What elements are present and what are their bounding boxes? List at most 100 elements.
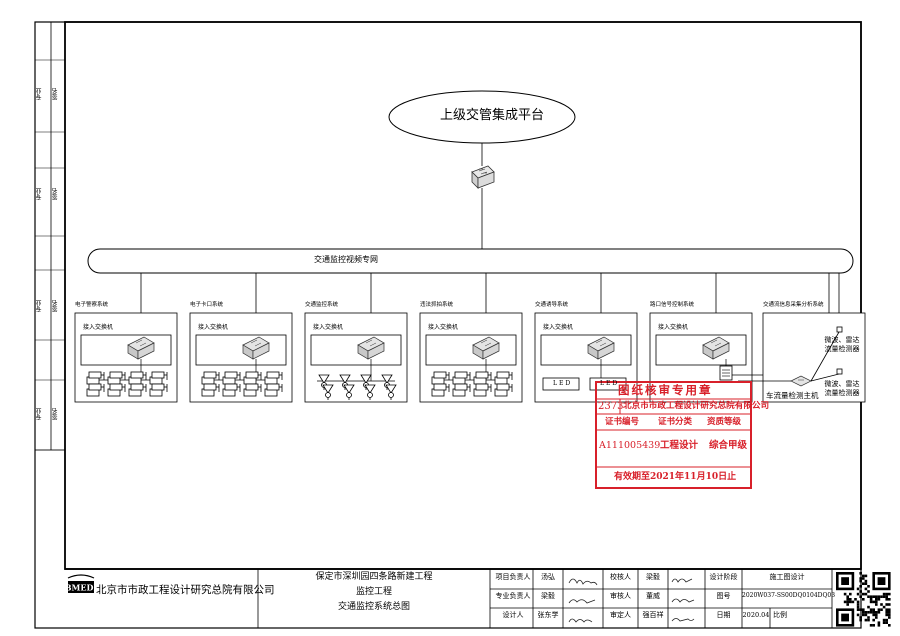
access-switch-icon xyxy=(702,336,730,360)
title-block-value: 2020.04 xyxy=(742,611,770,619)
title-block-role: 设计人 xyxy=(502,611,524,619)
side-strip-label: 签名 xyxy=(52,188,59,200)
subsystem-title: 违法抓拍系统 xyxy=(420,302,454,308)
camera-icon xyxy=(431,383,450,397)
dome-camera-icon xyxy=(385,384,397,400)
side-strip-label: 专业 xyxy=(36,88,43,100)
access-switch-icon xyxy=(357,336,385,360)
camera-icon xyxy=(431,371,450,385)
title-block-name: 汤弘 xyxy=(541,573,555,581)
camera-icon xyxy=(107,371,126,385)
drawing-title: 交通监控系统总图 xyxy=(337,602,410,612)
stamp-header: 图纸核审专用章 xyxy=(618,383,713,397)
camera-icon xyxy=(222,383,241,397)
title-block-value: 2020W037-SS00DQ0104DQ03 xyxy=(742,592,836,599)
title-block-role2: 审核人 xyxy=(610,592,631,600)
title-block-name2: 董威 xyxy=(646,592,660,600)
side-strip-label: 专业 xyxy=(36,188,43,200)
camera-icon xyxy=(452,383,471,397)
camera-icon xyxy=(264,383,283,397)
platform-label: 上级交管集成平台 xyxy=(440,108,545,123)
subsystem-title: 交通诱导系统 xyxy=(535,302,569,308)
detector-label-top: 微波、雷达流量检测器 xyxy=(824,336,860,354)
subsystem-title: 电子警察系统 xyxy=(75,302,109,308)
dome-camera-icon xyxy=(343,384,355,400)
led-label: LED xyxy=(553,380,573,387)
access-switch-icon xyxy=(127,336,155,360)
switch-label: 接入交换机 xyxy=(658,324,689,331)
camera-icon xyxy=(452,371,471,385)
camera-icon xyxy=(243,383,262,397)
project-subname: 监控工程 xyxy=(355,587,392,597)
led-sign-icon xyxy=(542,377,580,391)
side-strip-label: 专业 xyxy=(36,300,43,312)
stamp-val-3: 综合甲级 xyxy=(709,440,748,451)
title-block-field: 日期 xyxy=(716,611,731,619)
stamp-val-2: 工程设计 xyxy=(660,440,699,451)
access-switch-icon xyxy=(472,336,500,360)
company-logo: BMEDI xyxy=(65,574,98,593)
switch-label: 接入交换机 xyxy=(198,324,229,331)
title-block-field: 图号 xyxy=(716,592,731,600)
subsystem-title: 电子卡口系统 xyxy=(190,302,224,308)
title-block-role2: 审定人 xyxy=(610,611,631,619)
stamp-val-1: A111005439 xyxy=(599,440,661,451)
detector-icon xyxy=(836,326,843,333)
subsystem-title: 交通监控系统 xyxy=(305,302,339,308)
title-block-scale-label: 比例 xyxy=(773,611,787,619)
title-block-name: 梁毅 xyxy=(541,592,555,600)
side-strip-label: 签名 xyxy=(52,408,59,420)
camera-icon xyxy=(494,383,513,397)
detector-icon xyxy=(836,368,843,375)
signal-controller-icon xyxy=(719,365,733,381)
title-block-role2: 校核人 xyxy=(610,573,631,581)
title-block-value: 施工图设计 xyxy=(769,573,805,581)
stamp-validity: 有效期至2021年11月10日止 xyxy=(614,472,737,482)
switch-label: 接入交换机 xyxy=(428,324,459,331)
access-switch-icon xyxy=(242,336,270,360)
subsystem-block xyxy=(738,273,866,403)
side-strip-label: 签名 xyxy=(52,88,59,100)
title-block-role: 专业负责人 xyxy=(495,592,531,600)
stamp-number: 2373 xyxy=(598,401,624,412)
camera-icon xyxy=(201,371,220,385)
switch-label: 接入交换机 xyxy=(83,324,114,331)
subsystem-block xyxy=(189,273,293,403)
title-block-field: 设计阶段 xyxy=(709,573,738,581)
network-label: 交通监控视频专网 xyxy=(314,255,378,264)
switch-label: 接入交换机 xyxy=(313,324,344,331)
stamp-org: 北京市市政工程设计研究总院有限公司 xyxy=(623,401,770,411)
stamp-col-2: 证书分类 xyxy=(658,417,693,427)
subsystem-block xyxy=(74,273,178,403)
camera-icon xyxy=(201,383,220,397)
subsystem-block xyxy=(534,273,638,403)
camera-icon xyxy=(473,383,492,397)
subsystem-block xyxy=(419,273,523,403)
approval-stamp xyxy=(595,381,752,489)
stamp-col-3: 资质等级 xyxy=(707,417,742,427)
side-strip-label: 专业 xyxy=(36,408,43,420)
title-block xyxy=(65,568,861,628)
svg-text:BMEDI: BMEDI xyxy=(65,583,98,593)
camera-icon xyxy=(107,383,126,397)
company-name: 北京市市政工程设计研究总院有限公司 xyxy=(96,584,275,596)
dome-camera-icon xyxy=(322,384,334,400)
core-switch-icon xyxy=(471,165,495,189)
camera-icon xyxy=(86,383,105,397)
title-block-name: 张东学 xyxy=(537,611,559,619)
camera-icon xyxy=(128,383,147,397)
subsystem-block xyxy=(649,273,770,403)
flow-host-label: 车流量检测主机 xyxy=(766,391,819,400)
side-strip-label: 签名 xyxy=(52,300,59,312)
signatures xyxy=(568,578,695,623)
title-block-name2: 梁毅 xyxy=(646,573,660,581)
switch-label: 接入交换机 xyxy=(543,324,574,331)
subsystem-title: 交通流信息采集分析系统 xyxy=(763,302,824,308)
title-block-name2: 强百祥 xyxy=(642,611,664,619)
subsystem-title: 路口信号控制系统 xyxy=(650,302,695,308)
access-switch-icon xyxy=(587,336,615,360)
led-label: LED xyxy=(600,380,620,387)
project-name: 保定市深圳园四条路新建工程 xyxy=(315,572,433,582)
detector-label-bottom: 微波、雷达流量检测器 xyxy=(824,380,860,398)
stamp-col-1: 证书编号 xyxy=(605,417,640,427)
